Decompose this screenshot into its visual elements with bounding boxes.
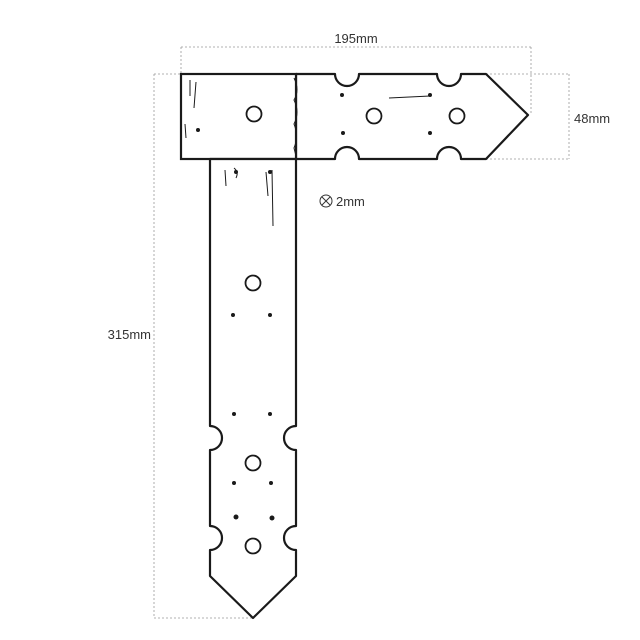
nail-hole <box>428 131 432 135</box>
mounting-hole <box>244 274 262 292</box>
nail-hole <box>269 481 273 485</box>
mounting-hole <box>365 107 383 125</box>
height-label: 48mm <box>574 111 610 126</box>
mounting-holes <box>244 105 466 555</box>
nail-hole <box>340 93 344 97</box>
nail-hole <box>341 131 345 135</box>
nail-hole <box>233 514 239 520</box>
nail-hole <box>234 170 238 174</box>
weld-seam-marks <box>184 77 431 227</box>
nail-holes <box>196 93 432 521</box>
nail-hole <box>231 313 235 317</box>
vertical-arm-outline <box>208 157 298 620</box>
nail-hole <box>268 412 272 416</box>
length-label: 315mm <box>108 327 151 342</box>
dimension-lines <box>153 46 570 619</box>
nail-hole <box>196 128 200 132</box>
width-label: 195mm <box>334 31 377 46</box>
horizontal-arm-outline <box>294 72 530 161</box>
corner-block-outline <box>179 72 298 161</box>
nail-hole <box>268 313 272 317</box>
nail-hole <box>232 412 236 416</box>
mounting-hole <box>244 454 262 472</box>
thickness-label: 2mm <box>336 194 365 209</box>
thickness-symbol-icon <box>319 194 333 208</box>
mounting-hole <box>245 105 263 123</box>
nail-hole <box>428 93 432 97</box>
nail-hole <box>268 170 272 174</box>
mounting-hole <box>448 107 466 125</box>
nail-hole <box>269 515 275 521</box>
mounting-hole <box>244 537 262 555</box>
nail-hole <box>232 481 236 485</box>
